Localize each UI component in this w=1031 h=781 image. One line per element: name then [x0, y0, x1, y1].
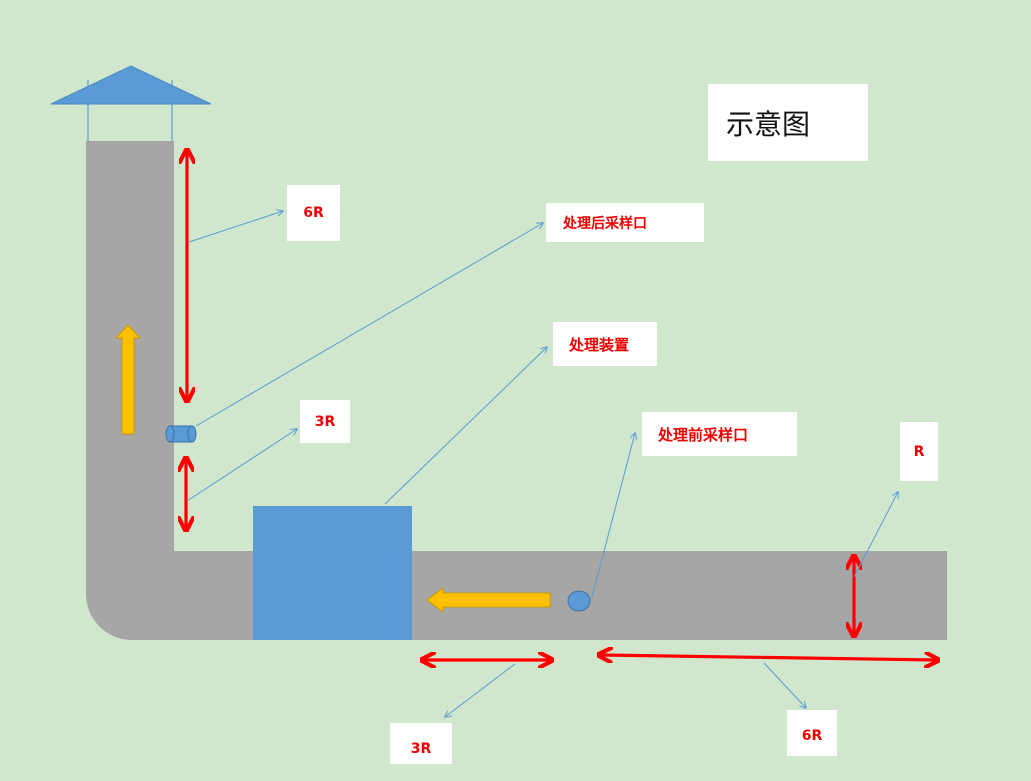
dim-bottom-6r	[600, 655, 937, 660]
rain-cap	[50, 65, 212, 143]
title-box: 示意图	[708, 84, 868, 161]
label-stack-6r: 6R	[287, 185, 340, 241]
diagram-title: 示意图	[726, 107, 811, 141]
label-bottom-3r: 3R	[390, 723, 452, 764]
flow-arrow-up-icon	[114, 324, 142, 435]
leader-lines	[186, 211, 898, 717]
duct	[86, 141, 947, 640]
pre-treatment-sampling-port	[567, 590, 591, 612]
label-device: 处理装置	[553, 322, 657, 366]
dimension-arrows	[186, 151, 937, 660]
label-sample-after: 处理后采样口	[546, 203, 704, 242]
label-sample-before: 处理前采样口	[642, 412, 797, 456]
flow-arrow-left-icon	[426, 587, 551, 613]
treatment-device	[253, 506, 412, 640]
label-bottom-6r: 6R	[787, 710, 837, 756]
label-duct-r: R	[900, 422, 938, 481]
post-treatment-sampling-port	[165, 425, 197, 443]
label-stack-3r: 3R	[300, 400, 350, 443]
